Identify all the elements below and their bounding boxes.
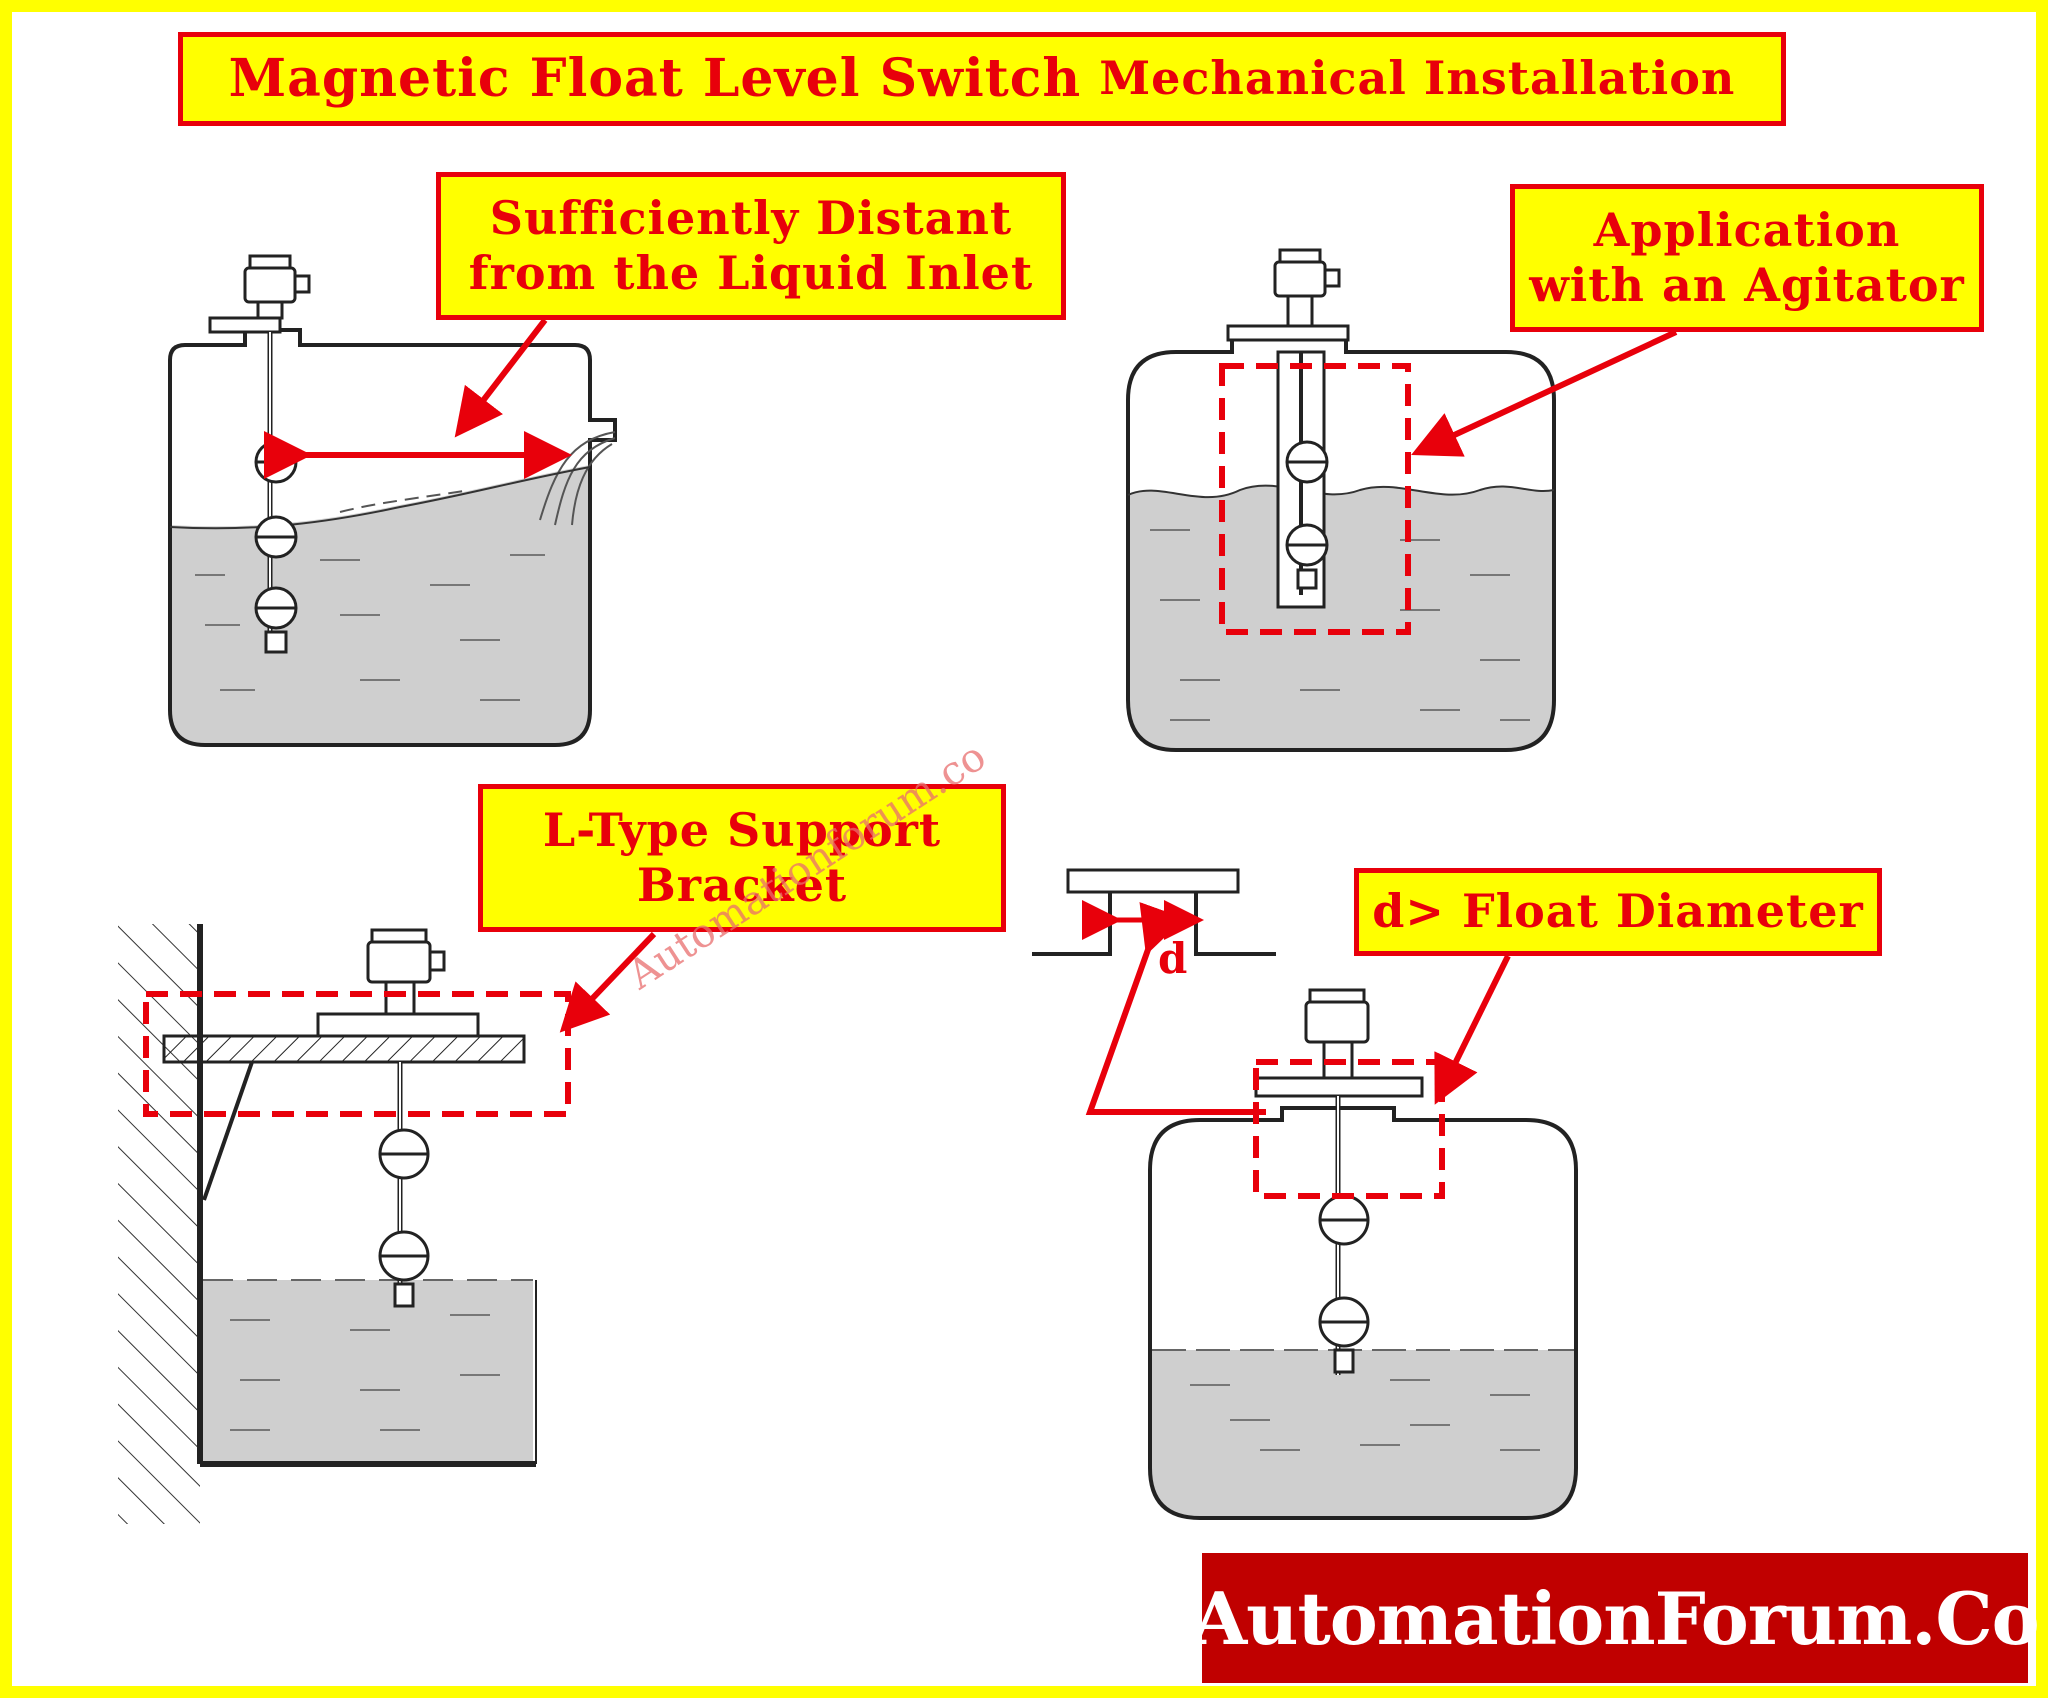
brand-logo: AutomationForum.Co bbox=[1191, 1553, 2040, 1683]
page-title: Magnetic Float Level Switch Mechanical I… bbox=[178, 32, 1786, 126]
callout-distant-from-inlet: Sufficiently Distant from the Liquid Inl… bbox=[436, 172, 1066, 320]
callout-line: L-Type Support bbox=[542, 802, 942, 857]
callout-float-diameter: d> Float Diameter bbox=[1354, 868, 1882, 956]
callout-line: Application bbox=[1593, 202, 1901, 257]
tank-liquid-inlet bbox=[168, 254, 617, 747]
callout-line: Sufficiently Distant bbox=[489, 190, 1013, 245]
title-main: Magnetic Float Level Switch bbox=[228, 47, 1082, 109]
tank-float-diameter bbox=[1148, 954, 1578, 1520]
dimension-label-d: d bbox=[1158, 934, 1188, 983]
nozzle-detail bbox=[1032, 868, 1276, 1115]
l-type-bracket-install bbox=[118, 924, 657, 1524]
tank-agitator bbox=[1126, 248, 1678, 752]
callout-line: Bracket bbox=[636, 858, 848, 912]
callout-line: d> Float Diameter bbox=[1372, 884, 1864, 939]
title-sub: Mechanical Installation bbox=[1099, 51, 1736, 106]
callout-line: with an Agitator bbox=[1529, 258, 1965, 312]
callout-l-type-bracket: L-Type Support Bracket bbox=[478, 784, 1006, 932]
callout-agitator: Application with an Agitator bbox=[1510, 184, 1984, 332]
callout-line: from the Liquid Inlet bbox=[468, 246, 1034, 300]
